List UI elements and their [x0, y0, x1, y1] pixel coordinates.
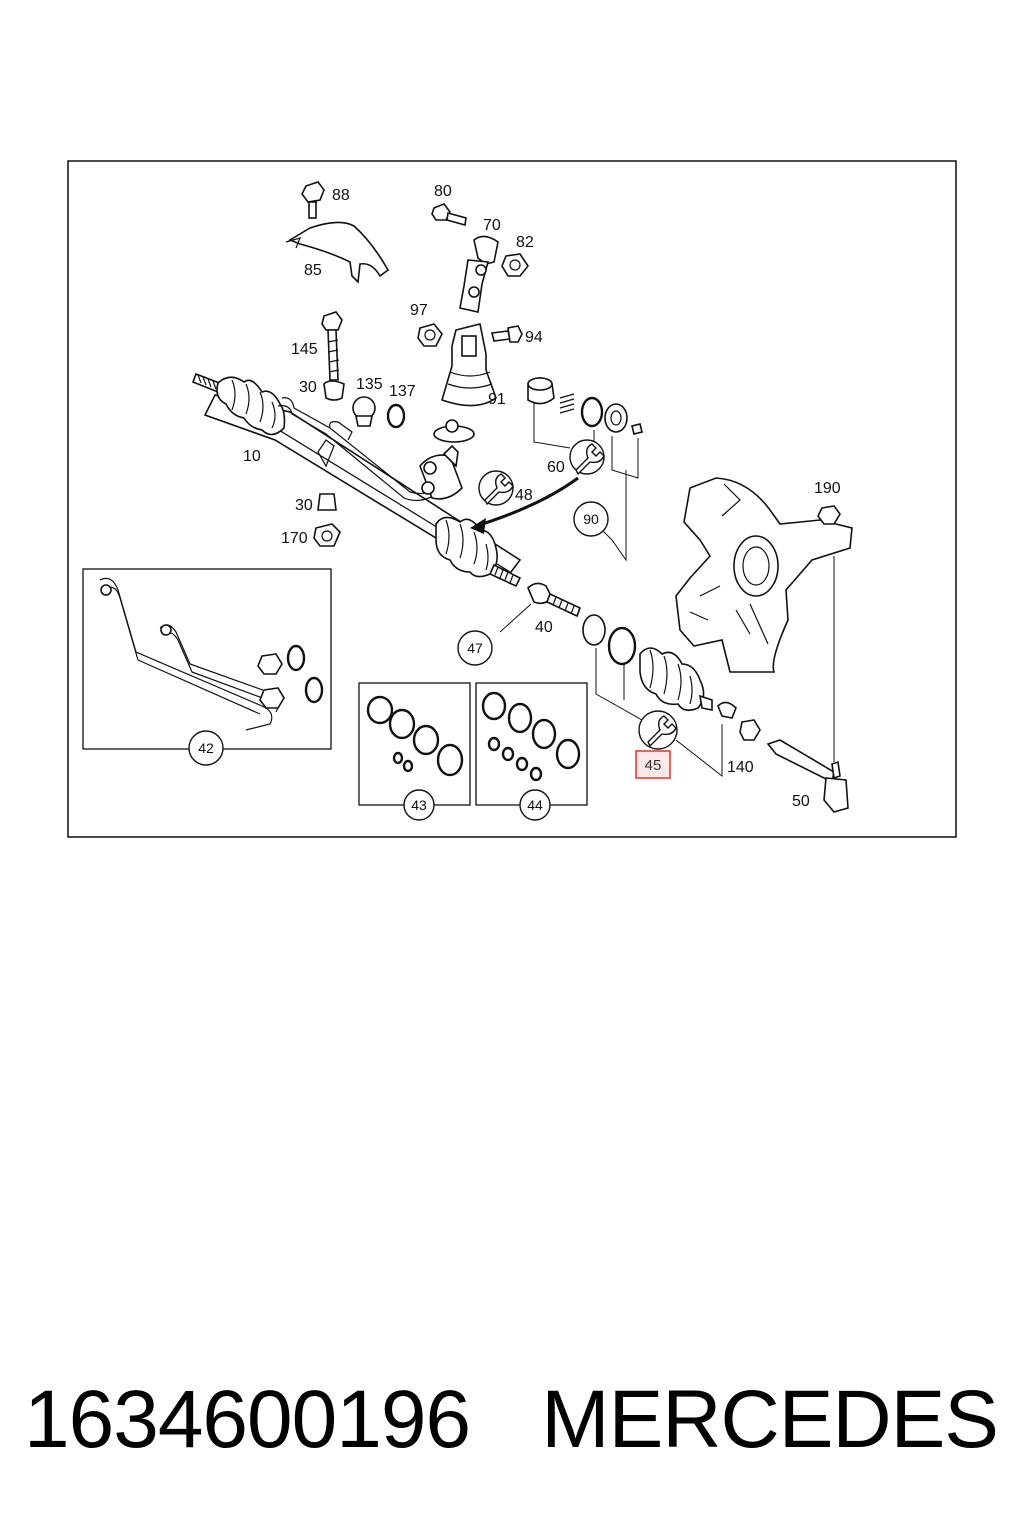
- top-parts: [285, 181, 529, 407]
- callout-43[interactable]: 43: [403, 789, 435, 821]
- svg-text:45: 45: [645, 757, 662, 774]
- label-85: 85: [304, 262, 322, 279]
- steering-rack-assembly: [191, 372, 579, 588]
- inset-seal-kit-43: [358, 682, 471, 806]
- svg-text:90: 90: [583, 511, 599, 527]
- label-94: 94: [525, 329, 543, 346]
- footer: 1634600196 MERCEDES: [0, 1370, 1024, 1470]
- callout-48[interactable]: 48: [515, 487, 533, 504]
- callout-42[interactable]: 42: [188, 730, 224, 766]
- label-10: 10: [243, 448, 261, 465]
- callout-90[interactable]: 90: [573, 501, 609, 537]
- brand-name: MERCEDES: [541, 1374, 999, 1465]
- label-30-lower: 30: [295, 497, 313, 514]
- inset-seal-kit-44: [475, 682, 588, 806]
- label-70: 70: [483, 217, 501, 234]
- mid-parts: [313, 311, 475, 547]
- seal-kit-parts: [527, 377, 643, 479]
- label-145: 145: [291, 341, 318, 358]
- svg-text:42: 42: [198, 740, 214, 756]
- label-50: 50: [792, 793, 810, 810]
- label-97: 97: [410, 302, 428, 319]
- label-170: 170: [281, 530, 308, 547]
- label-88: 88: [332, 187, 350, 204]
- label-60: 60: [547, 459, 565, 476]
- wrench-icon: [478, 470, 514, 506]
- label-140: 140: [727, 759, 754, 776]
- highlighted-callout-45[interactable]: 45: [635, 750, 671, 779]
- part-number: 1634600196: [24, 1374, 471, 1465]
- callout-47[interactable]: 47: [457, 630, 493, 666]
- tie-rod-parts: [499, 470, 849, 813]
- inset-pipe-kit: [82, 568, 332, 750]
- svg-text:48: 48: [515, 487, 533, 504]
- label-190: 190: [814, 480, 841, 497]
- label-137: 137: [389, 383, 416, 400]
- label-135: 135: [356, 376, 383, 393]
- label-82: 82: [516, 234, 534, 251]
- wrench-icon: [638, 710, 678, 750]
- label-80: 80: [434, 183, 452, 200]
- wrench-icon: [569, 439, 605, 476]
- svg-text:47: 47: [467, 640, 483, 656]
- label-40: 40: [535, 619, 553, 636]
- callout-44[interactable]: 44: [519, 789, 551, 821]
- svg-text:43: 43: [411, 797, 427, 813]
- steering-knuckle: [675, 477, 853, 762]
- label-91: 91: [488, 391, 506, 408]
- label-30-upper: 30: [299, 379, 317, 396]
- svg-text:44: 44: [527, 797, 543, 813]
